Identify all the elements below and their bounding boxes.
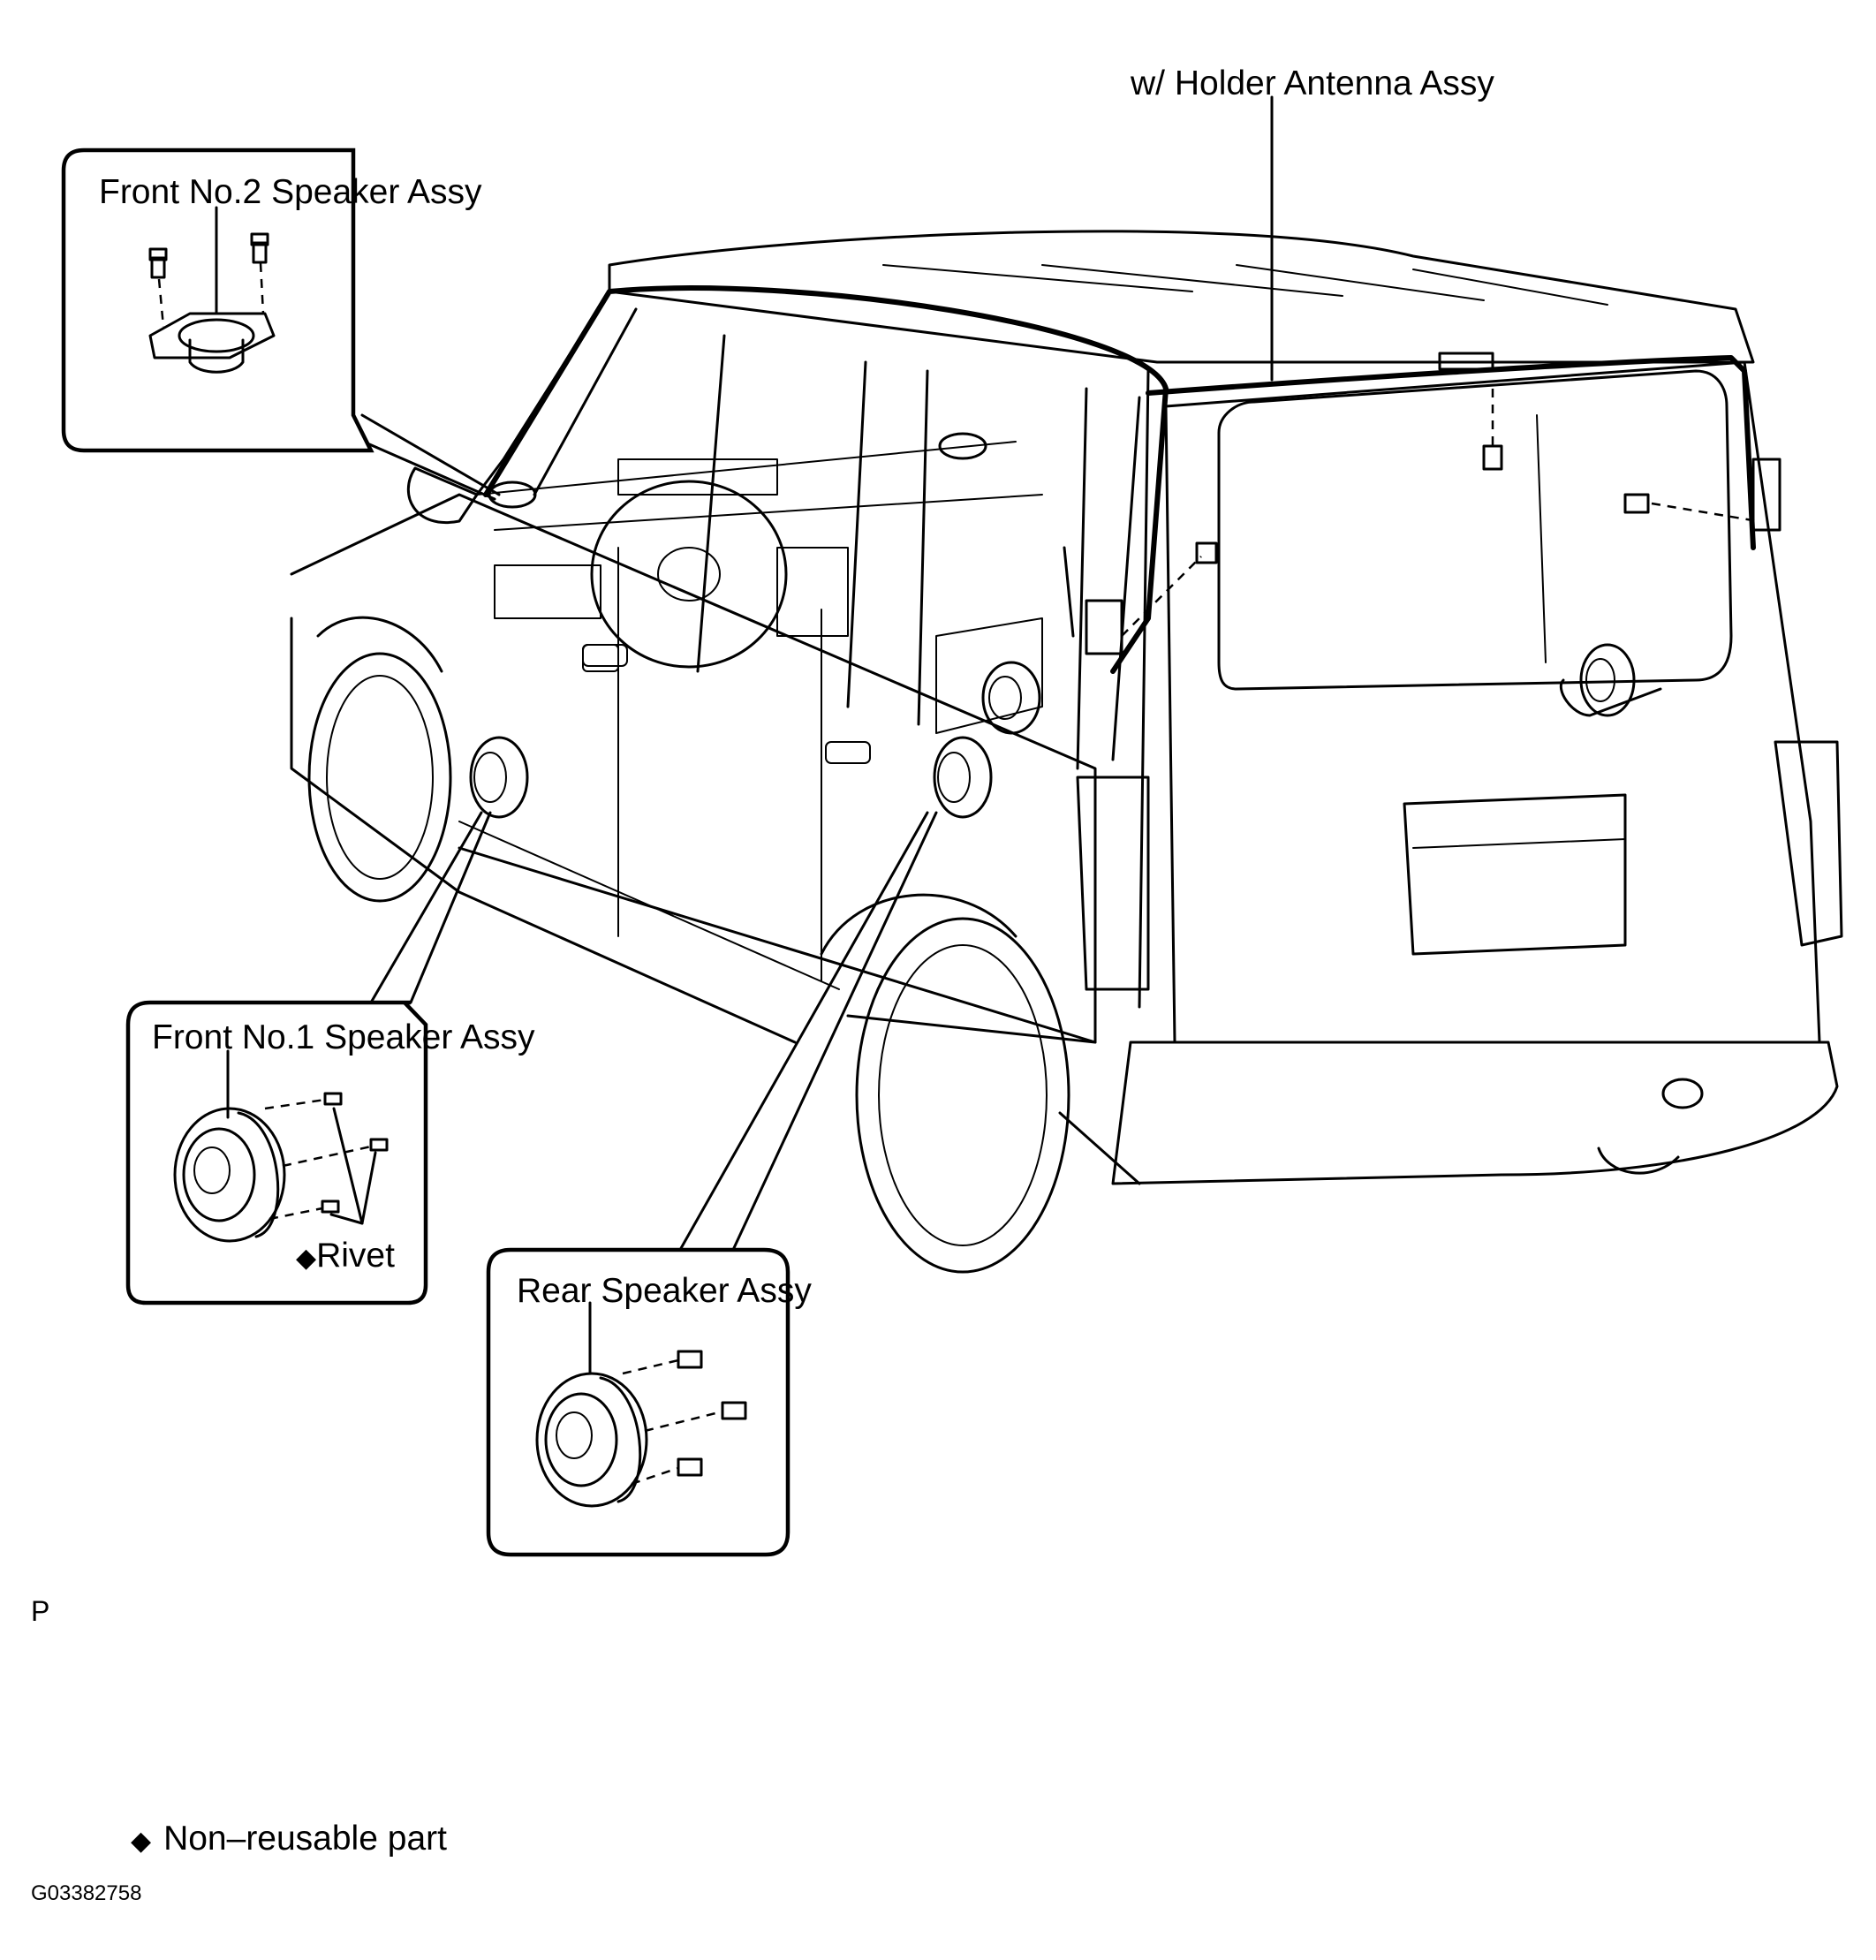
front-no2-callout-box — [61, 148, 374, 453]
figure-code: G03382758 — [31, 1881, 142, 1905]
legend-text: Non–reusable part — [163, 1820, 447, 1858]
rivet-label: ◆Rivet — [296, 1238, 395, 1273]
rear-speaker-callout-box — [486, 1247, 790, 1557]
legend: ◆ Non–reusable part — [131, 1821, 447, 1856]
non-reusable-icon: ◆ — [131, 1827, 152, 1856]
bolt-icon — [622, 1350, 747, 1486]
rivet-text: Rivet — [316, 1237, 395, 1275]
antenna-label: w/ Holder Antenna Assy — [1131, 64, 1494, 102]
speaker-icon — [173, 1107, 286, 1243]
rear-speaker-label: Rear Speaker Assy — [517, 1272, 812, 1310]
vehicle-outline — [290, 230, 1843, 1274]
bolt-icon — [148, 232, 269, 328]
rivet-icon — [264, 1092, 389, 1225]
speaker-icon — [469, 432, 1636, 819]
front-no1-callout-box — [125, 1000, 428, 1305]
p-mark: P — [31, 1595, 50, 1627]
speaker-icon — [535, 1372, 648, 1508]
non-reusable-icon: ◆ — [296, 1244, 317, 1273]
antenna-cable — [483, 285, 1781, 674]
callout-leaders — [352, 95, 1274, 1252]
bolt-icon — [1121, 389, 1759, 717]
front-no1-speaker-label: Front No.1 Speaker Assy — [152, 1018, 535, 1056]
front-no2-speaker-label: Front No.2 Speaker Assy — [99, 173, 482, 211]
speaker-icon — [148, 312, 276, 374]
